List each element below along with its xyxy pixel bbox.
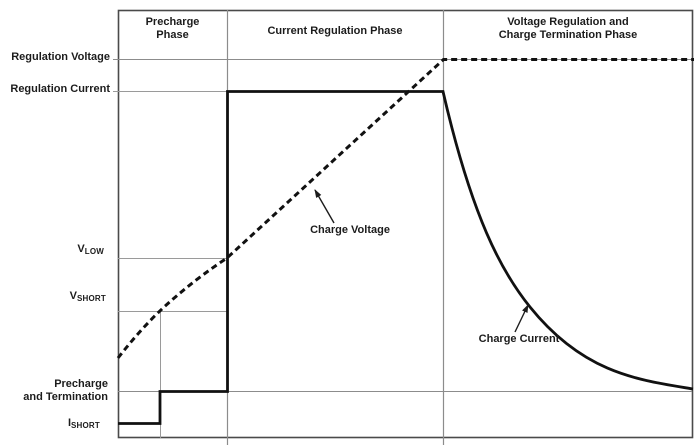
- charge-current-trace: [118, 90, 694, 425]
- precharge-label-line1: Precharge: [54, 378, 108, 390]
- phase-header-voltage-regulation-line2: Charge Termination Phase: [498, 29, 638, 41]
- axis-label-regulation-voltage: Regulation Voltage: [11, 51, 110, 63]
- charge-current-arrow-icon: [514, 304, 529, 333]
- ishort-base: I: [67, 417, 71, 429]
- annotation-charge-voltage: Charge Voltage: [310, 224, 390, 236]
- axis-label-vlow: VLOW: [77, 243, 104, 258]
- phase-header-precharge: Precharge Phase: [118, 16, 227, 42]
- plot-frame: [117, 9, 694, 439]
- charge-voltage-trace: [116, 58, 694, 359]
- annotation-charge-current: Charge Current: [478, 333, 560, 345]
- axis-label-precharge-termination: Precharge and Termination: [23, 378, 108, 404]
- phase-header-precharge-line1: Precharge: [145, 16, 200, 28]
- precharge-label-line2: and Termination: [23, 391, 108, 403]
- phase-header-current-regulation: Current Regulation Phase: [227, 25, 443, 38]
- phase-header-voltage-regulation: Voltage Regulation and Charge Terminatio…: [443, 16, 693, 42]
- phase-header-voltage-regulation-line1: Voltage Regulation and: [507, 16, 629, 28]
- ishort-sub: SHORT: [71, 421, 100, 430]
- vlow-sub: LOW: [84, 247, 104, 256]
- phase-header-precharge-line2: Phase: [156, 29, 189, 41]
- axis-label-regulation-current: Regulation Current: [10, 83, 110, 95]
- charge-voltage-arrow-icon: [314, 189, 335, 224]
- vshort-sub: SHORT: [77, 294, 106, 303]
- axis-label-vshort: VSHORT: [70, 290, 106, 305]
- vlow-base: V: [77, 243, 85, 255]
- phase-header-current-regulation-line1: Current Regulation Phase: [267, 25, 403, 37]
- axis-label-ishort: ISHORT: [68, 417, 100, 432]
- vshort-base: V: [69, 290, 77, 302]
